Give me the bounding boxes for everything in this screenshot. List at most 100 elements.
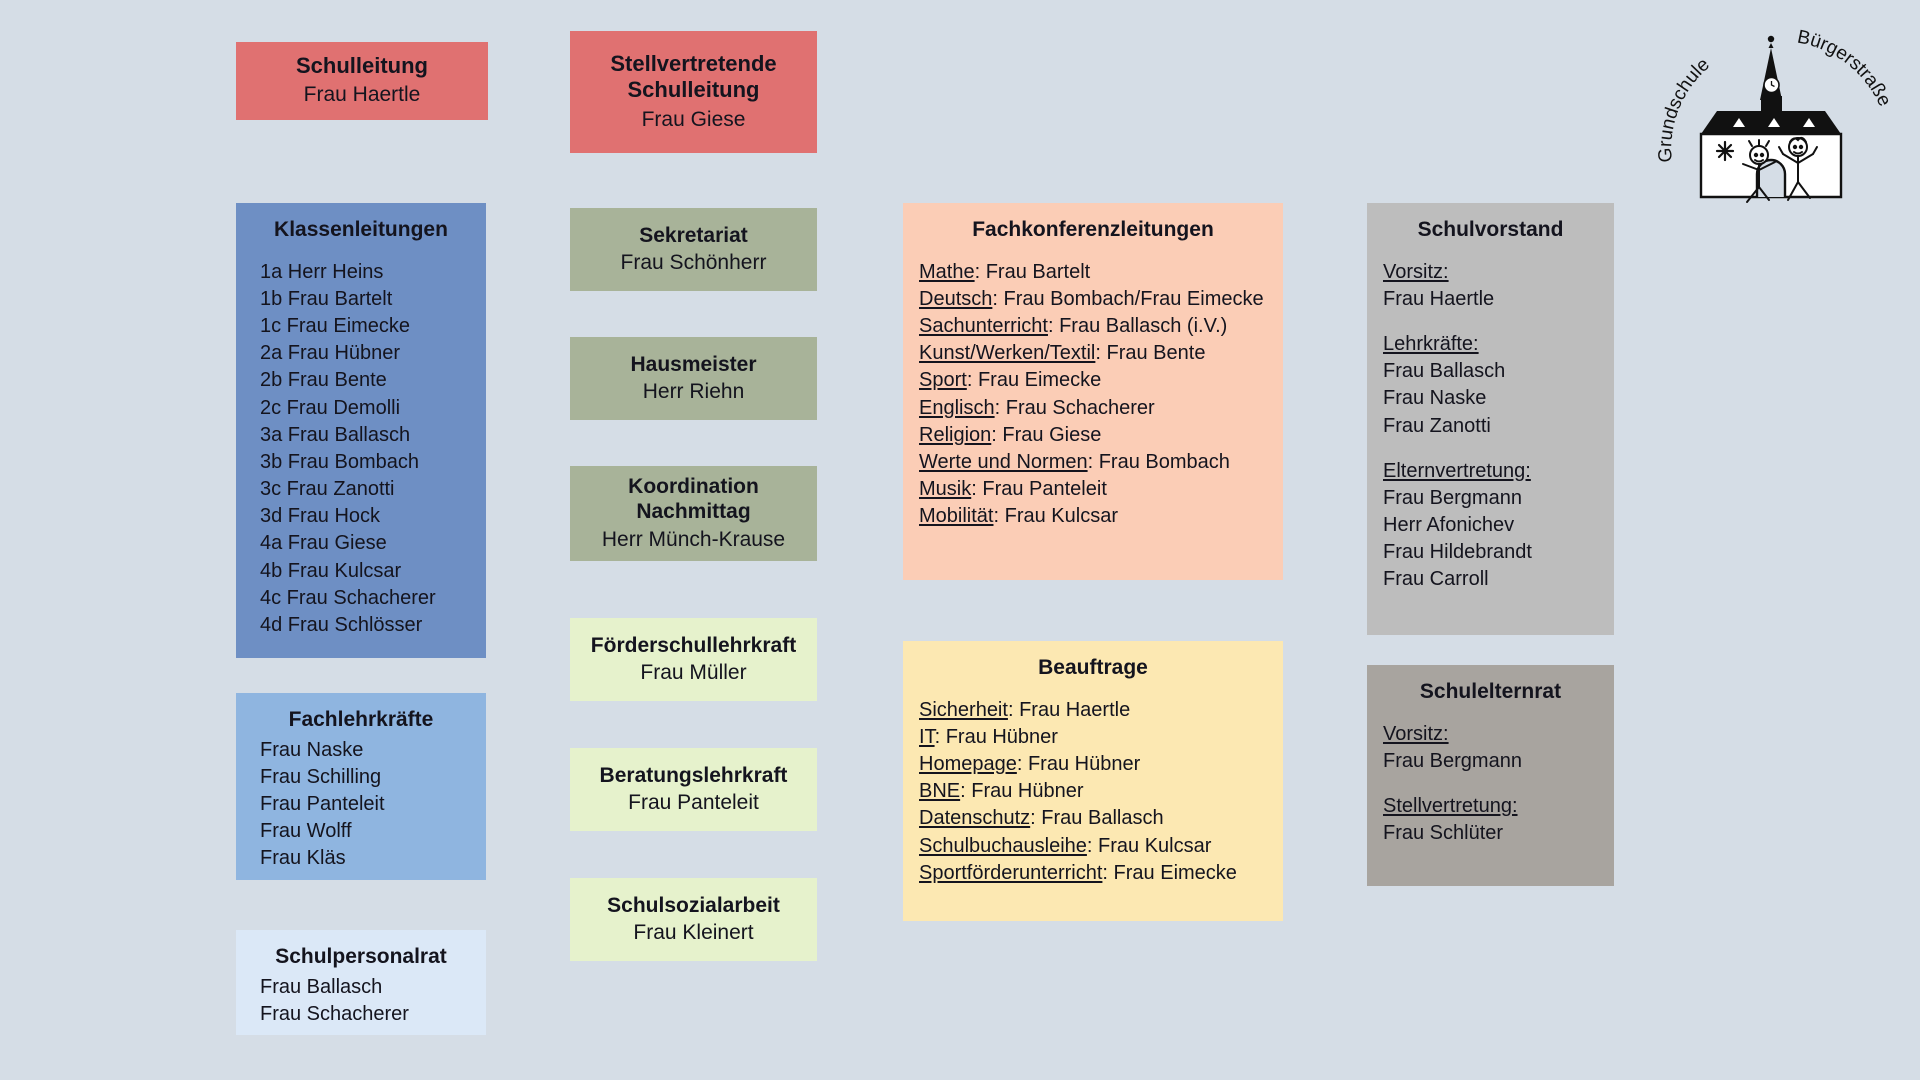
card-person: Frau Müller	[640, 661, 747, 685]
list-item: Musik: Frau Panteleit	[919, 476, 1267, 503]
card-title: Schulleitung	[296, 53, 428, 79]
entry-sep: :	[994, 396, 1006, 419]
list-item: 4d Frau Schlösser	[260, 614, 423, 637]
list-item: Englisch: Frau Schacherer	[919, 395, 1267, 422]
list-item: Frau Naske	[260, 738, 364, 761]
entry-sep: :	[1086, 834, 1099, 857]
card-person: Frau Kleinert	[633, 921, 754, 945]
list-item: Kunst/Werken/Textil: Frau Bente	[919, 340, 1267, 367]
list-item: 1b Frau Bartelt	[260, 287, 393, 310]
card-foerderschullehrkraft: Förderschullehrkraft Frau Müller	[570, 618, 817, 701]
entry-sep: :	[960, 780, 972, 803]
list-item: Religion: Frau Giese	[919, 422, 1267, 449]
list-item: Werte und Normen: Frau Bombach	[919, 449, 1267, 476]
school-logo: Grundschule Bürgerstraße	[1655, 14, 1905, 204]
card-schulvorstand: Schulvorstand Vorsitz: Frau Haertle Lehr…	[1367, 203, 1614, 635]
entry-subject: Sachunterricht	[919, 314, 1048, 337]
beauftrage-list: Sicherheit: Frau Haertle IT: Frau Hübner…	[919, 697, 1267, 887]
list-item: 1a Herr Heins	[260, 260, 384, 283]
list-item: Frau Panteleit	[260, 792, 385, 815]
card-person: Frau Giese	[641, 108, 746, 132]
entry-person: Frau Hübner	[1027, 752, 1141, 775]
entry-person: Frau Panteleit	[982, 478, 1107, 501]
card-title: Klassenleitungen	[274, 218, 448, 241]
list-item: Frau Schacherer	[260, 1002, 409, 1025]
card-title: Fachlehrkräfte	[288, 708, 434, 731]
list-item: 3b Frau Bombach	[260, 450, 419, 473]
list-item: 2a Frau Hübner	[260, 342, 401, 365]
spacer	[1383, 440, 1598, 458]
list-item: Frau Ballasch	[1383, 360, 1506, 383]
list-item: IT: Frau Hübner	[919, 724, 1267, 751]
list-item: 4a Frau Giese	[260, 532, 387, 555]
list-item: Frau Carroll	[1383, 568, 1489, 591]
schulvorstand-list: Vorsitz: Frau Haertle Lehrkräfte: Frau B…	[1383, 259, 1598, 594]
list-item: Frau Ballasch	[260, 975, 383, 998]
card-title-line2: Nachmittag	[636, 500, 751, 524]
list-item: Frau Hildebrandt	[1383, 541, 1532, 564]
list-item: 2c Frau Demolli	[260, 396, 401, 419]
entry-sep: :	[1016, 752, 1028, 775]
list-item: 2b Frau Bente	[260, 369, 387, 392]
card-person: Frau Haertle	[303, 83, 421, 107]
group-heading: Vorsitz:	[1383, 260, 1449, 283]
list-item: 3d Frau Hock	[260, 505, 381, 528]
entry-person: Frau Bartelt	[985, 260, 1091, 283]
entry-subject: Kunst/Werken/Textil	[919, 342, 1096, 365]
entry-subject: Homepage	[919, 752, 1017, 775]
entry-subject: Religion	[919, 423, 992, 446]
entry-sep: :	[1047, 314, 1060, 337]
list-item: Mobilität: Frau Kulcsar	[919, 503, 1267, 530]
logo-arc-right-text: Bürgerstraße	[1796, 27, 1895, 110]
entry-sep: :	[1087, 450, 1099, 473]
group-heading: Vorsitz:	[1383, 722, 1449, 745]
entry-subject: Datenschutz	[919, 807, 1031, 830]
entry-sep: :	[1102, 861, 1114, 884]
group-heading: Stellvertretung:	[1383, 794, 1518, 817]
card-beauftrage: Beauftrage Sicherheit: Frau Haertle IT: …	[903, 641, 1283, 921]
entry-person: Frau Schacherer	[1005, 396, 1155, 419]
school-building-icon: Grundschule Bürgerstraße	[1655, 27, 1895, 203]
list-item: Sachunterricht: Frau Ballasch (i.V.)	[919, 313, 1267, 340]
entry-sep: :	[974, 260, 986, 283]
spacer	[1383, 313, 1598, 331]
entry-subject: Werte und Normen	[919, 450, 1088, 473]
entry-person: Frau Bente	[1106, 342, 1206, 365]
list-item: Mathe: Frau Bartelt	[919, 259, 1267, 286]
card-sekretariat: Sekretariat Frau Schönherr	[570, 208, 817, 291]
group-heading: Lehrkräfte:	[1383, 332, 1479, 355]
list-item: Frau Bergmann	[1383, 486, 1522, 509]
card-title-line2: Schulleitung	[627, 77, 760, 103]
entry-person: Frau Kulcsar	[1004, 505, 1118, 528]
entry-subject: Musik	[919, 478, 972, 501]
list-item: Homepage: Frau Hübner	[919, 751, 1267, 778]
card-title: Beratungslehrkraft	[599, 763, 788, 787]
list-item: Herr Afonichev	[1383, 514, 1515, 537]
card-person: Frau Schönherr	[620, 251, 767, 275]
list-item: 3c Frau Zanotti	[260, 478, 395, 501]
card-title: Schulelternrat	[1419, 680, 1562, 703]
entry-sep: :	[1030, 807, 1042, 830]
entry-sep: :	[991, 423, 1003, 446]
entry-subject: Mathe	[919, 260, 975, 283]
entry-subject: Sport	[919, 369, 967, 392]
card-person: Herr Münch-Krause	[601, 527, 786, 551]
card-title: Beauftrage	[1038, 656, 1148, 679]
entry-person: Frau Bombach	[1098, 450, 1230, 473]
entry-subject: Sportförderunterricht	[919, 861, 1103, 884]
entry-person: Frau Haertle	[1019, 698, 1131, 721]
list-item: 4b Frau Kulcsar	[260, 559, 402, 582]
card-title: Hausmeister	[630, 352, 757, 376]
fachlehrkraefte-list: Frau Naske Frau Schilling Frau Panteleit…	[252, 737, 470, 873]
list-item: Frau Wolff	[260, 820, 352, 843]
entry-person: Frau Hübner	[971, 780, 1084, 803]
list-item: Datenschutz: Frau Ballasch	[919, 805, 1267, 832]
list-item: Frau Zanotti	[1383, 414, 1491, 437]
klassenleitungen-list: 1a Herr Heins 1b Frau Bartelt 1c Frau Ei…	[252, 259, 470, 640]
entry-person: Frau Kulcsar	[1098, 834, 1212, 857]
schulelternrat-list: Vorsitz: Frau Bergmann Stellvertretung: …	[1383, 721, 1598, 848]
card-hausmeister: Hausmeister Herr Riehn	[570, 337, 817, 420]
entry-sep: :	[966, 369, 978, 392]
list-item: 4c Frau Schacherer	[260, 586, 436, 609]
